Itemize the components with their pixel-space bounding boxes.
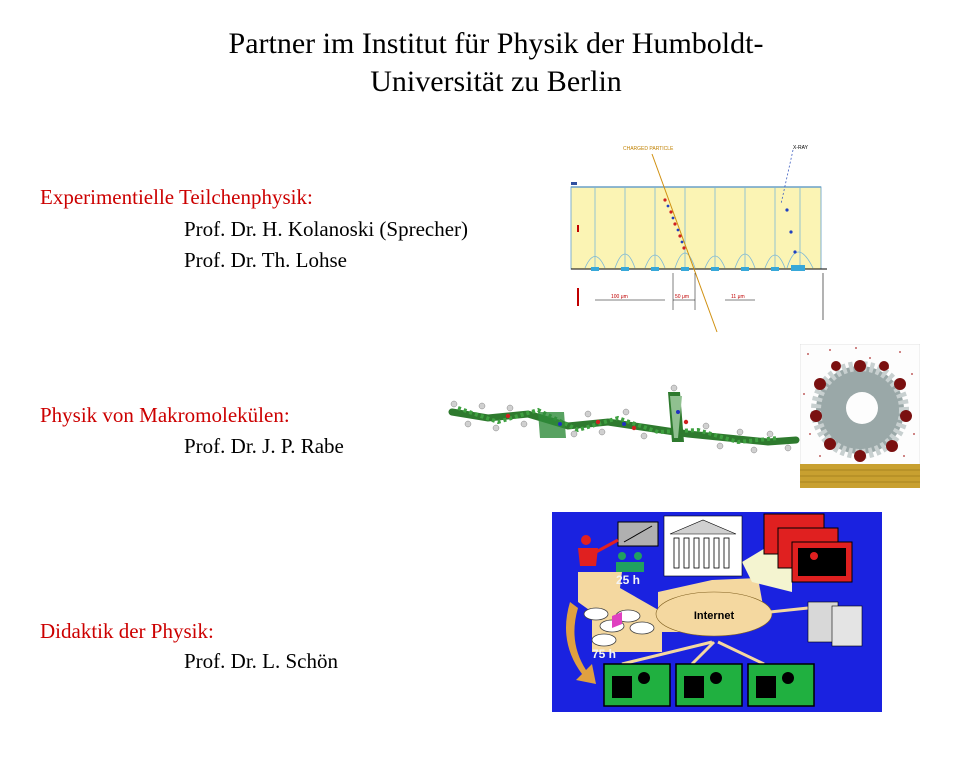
hours-bottom-label: 75 h [592, 647, 616, 661]
hours-top-label: 25 h [616, 573, 640, 587]
heading-experimental-particle-physics: Experimentielle Teilchenphysik: [40, 185, 313, 209]
macromolecule-chain-image [448, 384, 800, 454]
member-kolanoski: Prof. Dr. H. Kolanoski (Sprecher) [184, 217, 469, 241]
xray-label: X-RAY [793, 145, 809, 151]
page-title-line-2: Universität zu Berlin [370, 65, 622, 98]
charged-particle-label: CHARGED PARTICLE [623, 146, 674, 152]
macromolecule-ring-image [800, 344, 920, 488]
heading-physics-didactics: Didaktik der Physik: [40, 619, 214, 643]
member-schoen: Prof. Dr. L. Schön [184, 649, 338, 673]
pitch-label-right: 11 μm [731, 294, 745, 300]
pitch-label-mid: 50 μm [675, 294, 689, 300]
network-learning-diagram: Internet 25 h 75 h [552, 512, 882, 712]
heading-macromolecular-physics: Physik von Makromolekülen: [40, 403, 290, 427]
internet-label: Internet [694, 610, 735, 622]
member-rabe: Prof. Dr. J. P. Rabe [184, 434, 344, 458]
pitch-label-left: 100 μm [611, 294, 628, 300]
member-lohse: Prof. Dr. Th. Lohse [184, 248, 347, 272]
page-title-line-1: Partner im Institut für Physik der Humbo… [228, 27, 764, 60]
detector-diagram: CHARGED PARTICLE X-RAY 100 μm 50 μm 11 μ… [570, 145, 827, 333]
